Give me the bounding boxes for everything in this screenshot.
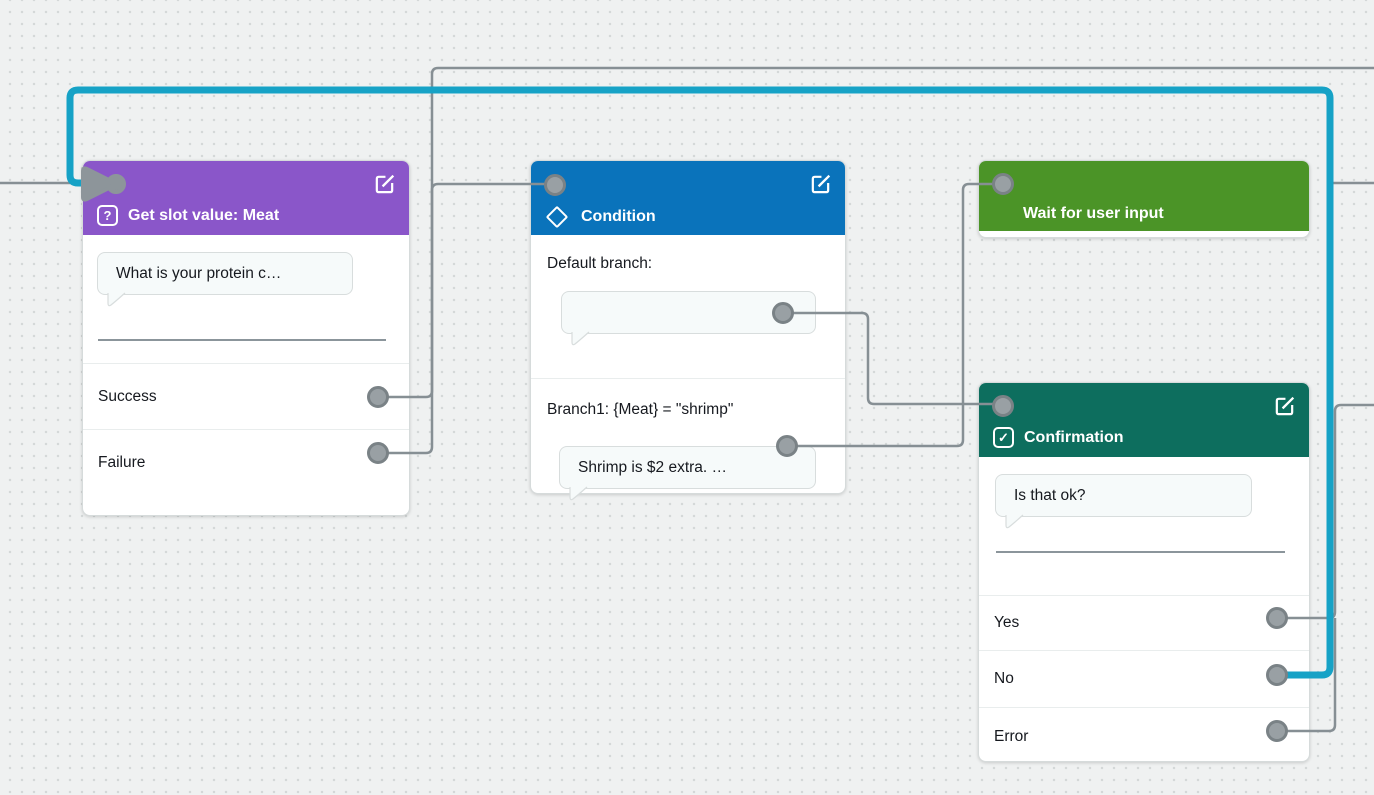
bubble-tail: [1005, 514, 1024, 529]
node-title: Get slot value: Meat: [128, 206, 280, 224]
divider: [98, 339, 386, 341]
node-title-row: Wait for user input: [1023, 205, 1164, 223]
branch1-bubble: Shrimp is $2 extra. …: [559, 446, 816, 501]
node-wait-for-user-input[interactable]: Wait for user input: [978, 160, 1310, 238]
output-row-success[interactable]: Success: [83, 363, 409, 429]
edit-icon-glyph: [811, 174, 831, 194]
get-slot-value-body: What is your protein c… Success Failure: [83, 252, 409, 495]
edit-icon[interactable]: [373, 172, 396, 195]
bubble-text: What is your protein c…: [116, 264, 282, 282]
branch1-section: Branch1: {Meat} = "shrimp" Shrimp is $2 …: [531, 401, 845, 501]
node-title-row: ✓ Confirmation: [993, 427, 1124, 448]
output-row-error[interactable]: Error: [979, 707, 1309, 765]
edit-icon-glyph: [375, 174, 395, 194]
output-label: No: [994, 670, 1014, 687]
prompt-bubble: Is that ok?: [995, 474, 1252, 529]
output-row-yes[interactable]: Yes: [979, 595, 1309, 650]
node-get-slot-value[interactable]: ? Get slot value: Meat What is your prot…: [82, 160, 410, 516]
output-label: Failure: [98, 453, 146, 471]
bubble-tail: [569, 486, 588, 501]
edit-icon[interactable]: [1273, 394, 1296, 417]
node-title: Wait for user input: [1023, 205, 1164, 222]
divider: [996, 551, 1285, 553]
node-title: Confirmation: [1024, 428, 1124, 446]
node-title: Condition: [581, 208, 656, 225]
output-row-no[interactable]: No: [979, 650, 1309, 707]
default-branch-label: Default branch:: [547, 255, 653, 272]
node-title-row: ? Get slot value: Meat: [97, 205, 279, 226]
checkbox-icon: ✓: [993, 427, 1014, 448]
diamond-icon: [545, 205, 569, 229]
node-title-row: Condition: [545, 205, 656, 229]
confirmation-body: Is that ok? Yes No Error: [979, 474, 1309, 765]
default-branch-bubble: [561, 291, 816, 346]
bubble-tail: [571, 331, 590, 346]
output-rows: Yes No Error: [979, 595, 1309, 765]
output-row-failure[interactable]: Failure: [83, 429, 409, 495]
prompt-bubble: What is your protein c…: [97, 252, 353, 307]
output-label: Success: [98, 387, 157, 405]
get-slot-value-header: ? Get slot value: Meat: [83, 161, 409, 235]
node-condition[interactable]: Condition Default branch: Branch1: {Meat…: [530, 160, 846, 501]
confirmation-header: ✓ Confirmation: [979, 383, 1309, 457]
node-confirmation[interactable]: ✓ Confirmation Is that ok? Yes No: [978, 382, 1310, 762]
edit-icon[interactable]: [809, 172, 832, 195]
edit-icon-glyph: [1275, 396, 1295, 416]
condition-body: Default branch: Branch1: {Meat} = "shrim…: [531, 255, 845, 501]
default-branch-section: Default branch:: [531, 255, 845, 379]
output-label: Yes: [994, 614, 1020, 631]
condition-header: Condition: [531, 161, 845, 235]
bubble-tail: [107, 292, 126, 307]
output-label: Error: [994, 727, 1029, 745]
wait-header: Wait for user input: [979, 161, 1309, 231]
output-rows: Success Failure: [83, 363, 409, 495]
bubble-text: Shrimp is $2 extra. …: [578, 458, 728, 476]
bubble-text: Is that ok?: [1014, 486, 1086, 504]
branch1-label: Branch1: {Meat} = "shrimp": [547, 401, 734, 418]
question-box-icon: ?: [97, 205, 118, 226]
